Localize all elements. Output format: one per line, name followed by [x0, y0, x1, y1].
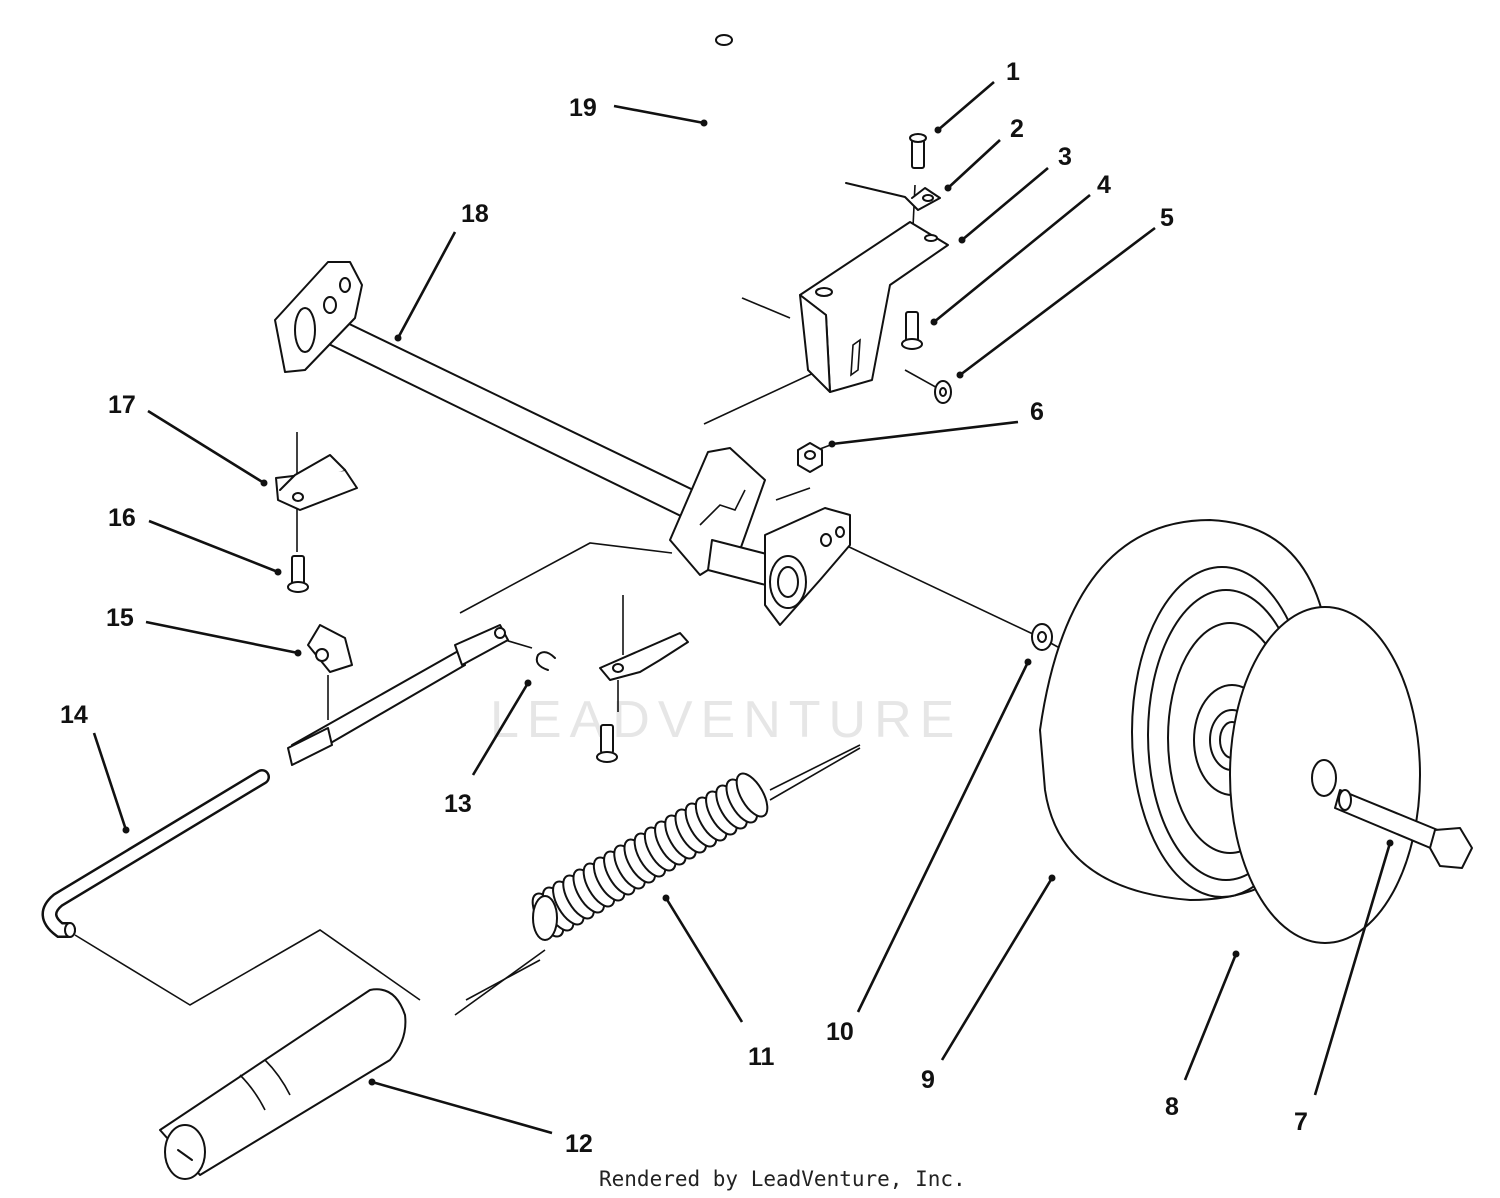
callout-labels: 1 2 3 4 5 6 7 8 9 10 11 12 13 14 15 16 1…: [60, 58, 1308, 1158]
callout-17: 17: [108, 391, 136, 419]
bolt-4: [901, 311, 923, 350]
leader-lines: [92, 81, 1392, 1135]
callout-5: 5: [1160, 204, 1174, 232]
height-adjust-rod: [41, 769, 270, 938]
callout-13: 13: [444, 790, 472, 818]
lift-handle-rod: [680, 34, 743, 301]
watermark: LEADVENTURE: [490, 691, 962, 749]
callout-4: 4: [1097, 171, 1111, 199]
credit-text: Rendered by LeadVenture, Inc.: [599, 1167, 966, 1191]
spring-clip: [845, 182, 941, 211]
rod-guide: [307, 624, 353, 673]
callout-1: 1: [1006, 58, 1020, 86]
center-bracket: [596, 632, 689, 763]
callout-18: 18: [461, 200, 489, 228]
snap-ring: [535, 651, 556, 671]
bolt-16: [287, 555, 309, 593]
callout-9: 9: [921, 1066, 935, 1094]
callout-8: 8: [1165, 1093, 1179, 1121]
wheel-bolt: [1334, 789, 1473, 869]
lock-washer: [934, 380, 952, 404]
callout-14: 14: [60, 701, 88, 729]
callout-7: 7: [1294, 1108, 1308, 1136]
handle-grip: [159, 988, 407, 1180]
assembly-guide-lines: [74, 184, 1251, 1006]
rod-bracket: [275, 454, 358, 511]
callout-15: 15: [106, 604, 134, 632]
link-rod: [287, 624, 509, 766]
leader-dots: [122, 119, 1394, 1086]
screw: [909, 133, 927, 169]
mounting-bracket: [799, 221, 949, 393]
spring-coil: [735, 772, 769, 818]
axle-assembly: [274, 261, 851, 626]
flat-washer: [1031, 623, 1053, 651]
callout-19: 19: [569, 94, 597, 122]
callout-6: 6: [1030, 398, 1044, 426]
callout-3: 3: [1058, 143, 1072, 171]
callout-16: 16: [108, 504, 136, 532]
callout-11: 11: [748, 1043, 775, 1071]
nut: [797, 442, 823, 473]
callout-2: 2: [1010, 115, 1024, 143]
callout-12: 12: [565, 1130, 593, 1158]
callout-10: 10: [826, 1018, 854, 1046]
extension-spring: [454, 747, 861, 1016]
hub-cap: [1229, 606, 1421, 944]
